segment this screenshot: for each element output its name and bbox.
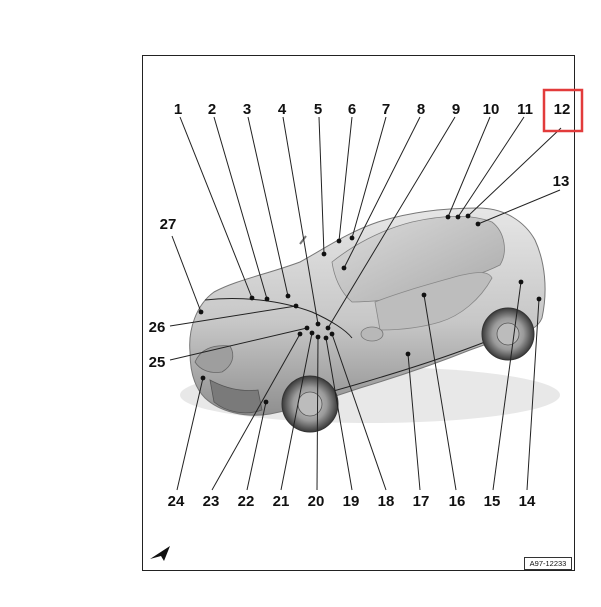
- callout-label-1: 1: [174, 101, 182, 118]
- leader-line-23: [211, 333, 301, 491]
- callout-label-4: 4: [278, 101, 287, 118]
- callout-label-19: 19: [343, 493, 360, 510]
- callout-label-11: 11: [517, 101, 533, 118]
- callout-label-10: 10: [483, 101, 500, 118]
- callout-label-21: 21: [273, 493, 290, 510]
- anchor-dot-13: [475, 221, 481, 227]
- anchor-dot-6: [336, 238, 342, 244]
- anchor-dot-8: [341, 265, 347, 271]
- leader-line-11: [457, 116, 525, 218]
- leader-line-2: [213, 116, 268, 300]
- leader-line-10: [447, 116, 491, 218]
- leader-line-22: [246, 401, 267, 491]
- anchor-dot-11: [455, 214, 461, 220]
- leader-line-27: [171, 235, 202, 313]
- anchor-dot-21: [309, 330, 315, 336]
- callout-label-14: 14: [519, 493, 536, 510]
- callout-label-22: 22: [238, 493, 255, 510]
- leader-line-16: [423, 294, 457, 491]
- anchor-dot-25: [304, 325, 310, 331]
- leader-line-3: [247, 116, 289, 297]
- north-arrow-icon: [150, 546, 170, 561]
- callout-label-15: 15: [484, 493, 501, 510]
- leader-line-1: [179, 116, 253, 299]
- anchor-dot-18: [329, 331, 335, 337]
- car-illustration: [180, 207, 560, 433]
- anchor-dot-5: [321, 251, 327, 257]
- callout-label-18: 18: [378, 493, 395, 510]
- anchor-dot-24: [200, 375, 206, 381]
- callout-label-2: 2: [208, 101, 216, 118]
- anchor-dots: [198, 213, 542, 405]
- leader-line-14: [526, 298, 540, 491]
- callout-label-23: 23: [203, 493, 220, 510]
- callout-label-25: 25: [149, 354, 166, 371]
- anchor-dot-26: [293, 303, 299, 309]
- anchor-dot-19: [323, 335, 329, 341]
- leader-line-6: [338, 116, 353, 242]
- callout-label-7: 7: [382, 101, 390, 118]
- anchor-dot-1: [249, 295, 255, 301]
- callout-label-16: 16: [449, 493, 466, 510]
- leader-line-12: [467, 127, 562, 217]
- callout-labels: 1 2 3 4 5 6 7 8 9 10 11 12 13 14 15 16 1…: [149, 101, 571, 510]
- leader-line-21: [280, 332, 313, 491]
- leader-line-13: [477, 189, 561, 225]
- anchor-dot-7: [349, 235, 355, 241]
- anchor-dot-17: [405, 351, 411, 357]
- leader-line-8: [343, 116, 421, 269]
- callout-label-5: 5: [314, 101, 322, 118]
- anchor-dot-9: [325, 325, 331, 331]
- callout-label-20: 20: [308, 493, 325, 510]
- callout-label-12: 12: [554, 101, 571, 118]
- callout-label-6: 6: [348, 101, 356, 118]
- leader-line-15: [492, 281, 522, 491]
- callout-label-3: 3: [243, 101, 251, 118]
- leader-line-19: [325, 337, 353, 491]
- callout-label-9: 9: [452, 101, 460, 118]
- anchor-dot-3: [285, 293, 291, 299]
- callout-label-17: 17: [413, 493, 430, 510]
- anchor-dot-14: [536, 296, 542, 302]
- anchor-dot-23: [297, 331, 303, 337]
- anchor-dot-15: [518, 279, 524, 285]
- callout-label-8: 8: [417, 101, 425, 118]
- leader-line-25: [169, 327, 308, 361]
- leader-line-18: [331, 333, 387, 491]
- callout-label-26: 26: [149, 319, 166, 336]
- leader-line-4: [282, 116, 319, 325]
- leader-line-5: [318, 116, 325, 255]
- callout-label-27: 27: [160, 216, 177, 233]
- highlight-box: [542, 88, 584, 133]
- callout-label-24: 24: [168, 493, 185, 510]
- leader-line-9: [327, 116, 456, 329]
- anchor-dot-4: [315, 321, 321, 327]
- anchor-dot-10: [445, 214, 451, 220]
- anchor-dot-20: [315, 334, 321, 340]
- anchor-dot-27: [198, 309, 204, 315]
- leader-line-17: [407, 353, 421, 491]
- anchor-dot-12: [465, 213, 471, 219]
- anchor-dot-22: [263, 399, 269, 405]
- anchor-dot-16: [421, 292, 427, 298]
- leader-lines: [169, 116, 562, 491]
- leader-line-7: [351, 116, 387, 239]
- leader-line-26: [169, 305, 297, 327]
- leader-line-20: [316, 336, 319, 491]
- anchor-dot-2: [264, 296, 270, 302]
- leader-line-24: [176, 377, 204, 491]
- figure-code: A97-12233: [524, 557, 572, 570]
- callout-label-13: 13: [553, 173, 570, 190]
